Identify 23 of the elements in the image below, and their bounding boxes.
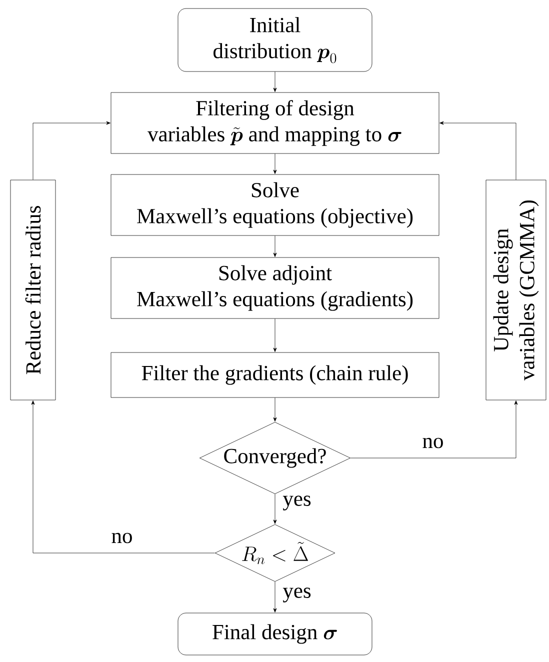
edge-label: yes: [282, 588, 311, 602]
arrow: [31, 400, 215, 554]
process-box: Filtering of design variables $\tilde{\boldsymbol{p}}$ and mapping to $\boldsymbol{\sigma}$: [110, 92, 440, 154]
arrow: [273, 494, 277, 524]
process-box: Filter the gradients (chain rule): [110, 352, 440, 398]
arrow: [273, 582, 277, 612]
edge-label: yes: [282, 496, 311, 510]
terminal-box: Initial distribution $\boldsymbol{p}_0$: [178, 8, 372, 72]
process-box: Solve adjoint Maxwell’s equations (gradients): [110, 257, 440, 319]
arrow: [440, 121, 516, 180]
arrow: [273, 398, 277, 422]
process-box: Reduce filter radius: [10, 180, 56, 400]
arrow: [32, 121, 110, 180]
arrow: [273, 72, 277, 92]
terminal-box: Final design $\boldsymbol{\sigma}$: [178, 612, 372, 656]
process-box: Update design variables (GCMMA): [486, 180, 546, 400]
arrow: [273, 318, 277, 352]
arrow: [273, 236, 277, 257]
arrow: [350, 400, 518, 458]
process-box: Solve Maxwell’s equations (objective): [110, 174, 440, 236]
arrow: [273, 154, 277, 174]
edge-label: no: [422, 438, 443, 448]
edge-label: no: [112, 532, 132, 544]
